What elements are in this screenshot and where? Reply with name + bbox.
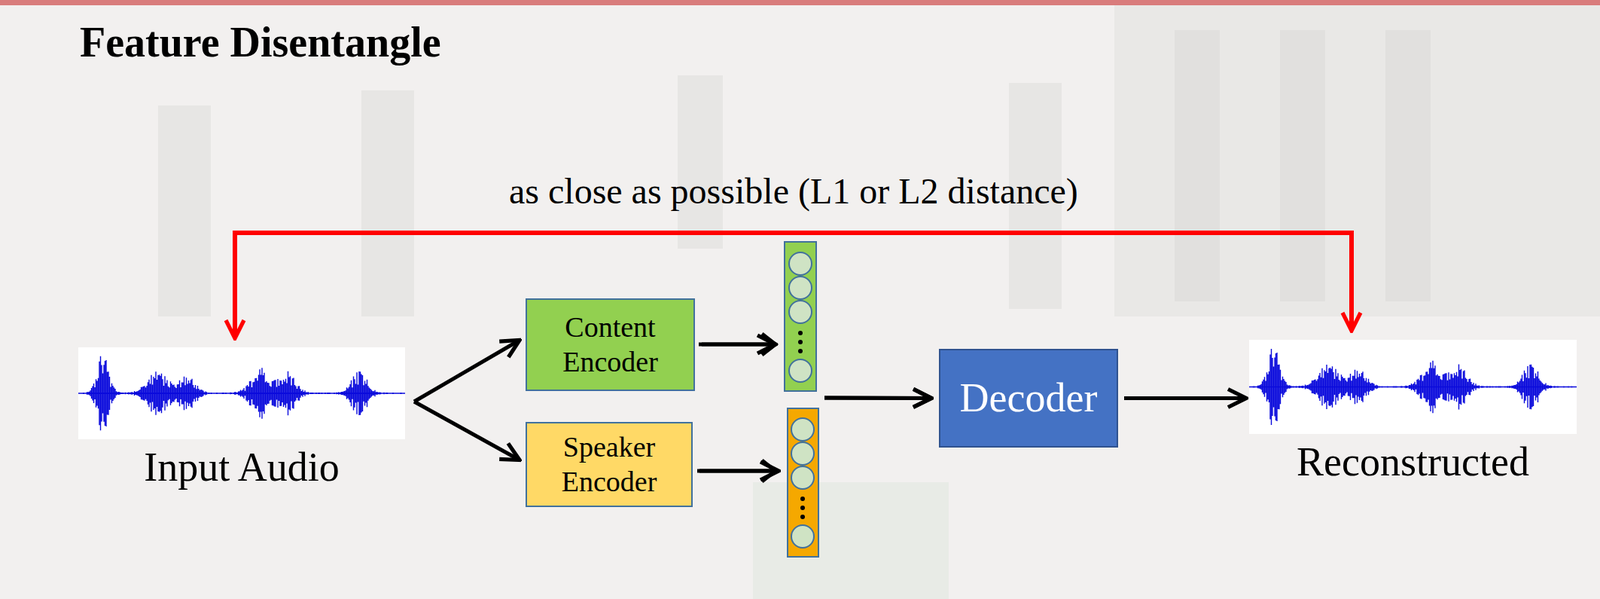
decoder: Decoder [938,348,1119,448]
connector [234,232,1352,339]
waveform-trace [78,356,406,430]
waveform-panel [78,347,406,439]
slide-title: Feature Disentangle [79,18,442,67]
waveform-trace [1249,348,1577,425]
connector [1124,397,1247,399]
audio-label: Reconstructed [1249,438,1577,485]
speaker-vector [787,408,819,557]
connector-line [701,342,776,347]
audio-label: Input Audio [78,443,406,491]
waveform [1249,339,1577,434]
vector-arrows [697,333,776,482]
waveform-panel [1249,339,1577,434]
box-label: Content Encoder [534,310,686,379]
connector [414,340,520,403]
connector [701,344,932,399]
reconstructed-audio: Reconstructed [1249,339,1577,485]
speaker-encoder: Speaker Encoder [525,421,693,507]
box-label: Speaker Encoder [534,429,684,499]
connector [414,401,520,461]
edge-label: as close as possible (L1 or L2 distance) [508,170,1079,212]
waveform [78,347,406,439]
box-label: Decoder [960,373,1098,423]
connector-line [699,469,779,473]
connector-line [414,401,520,461]
connector [699,397,932,471]
input-audio: Input Audio [78,347,406,491]
content-encoder: Content Encoder [525,298,695,391]
connector-line [824,396,932,401]
connector-line [824,396,932,401]
content-vector [784,241,817,391]
connector-line [1124,396,1247,400]
connector-line [234,232,1352,339]
connector-line [414,340,520,403]
